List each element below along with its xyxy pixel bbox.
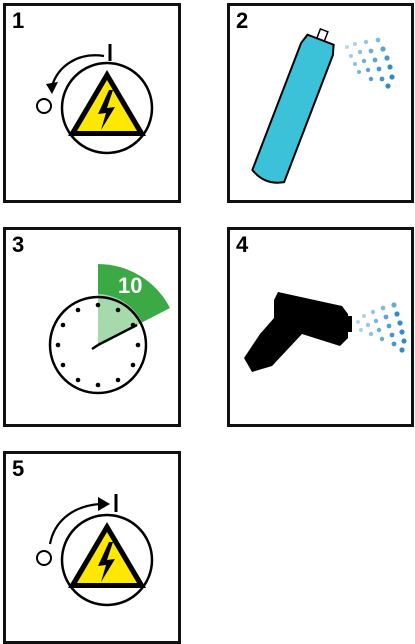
power-switch-on-icon <box>6 454 178 641</box>
timer-clock-icon <box>6 230 178 424</box>
spray-can-icon <box>230 6 411 200</box>
timer-wait-label: 10 <box>118 273 142 299</box>
air-stream <box>356 302 407 352</box>
step-4-panel: 4 <box>227 227 414 427</box>
step-2-panel: 2 <box>227 3 414 203</box>
step-1-panel: 1 <box>3 3 181 203</box>
step-3-panel: 3 10 <box>3 227 181 427</box>
air-blow-gun-icon <box>230 230 411 424</box>
spray-mist <box>345 38 395 89</box>
power-switch-off-icon <box>6 6 178 200</box>
step-5-panel: 5 <box>3 451 181 644</box>
